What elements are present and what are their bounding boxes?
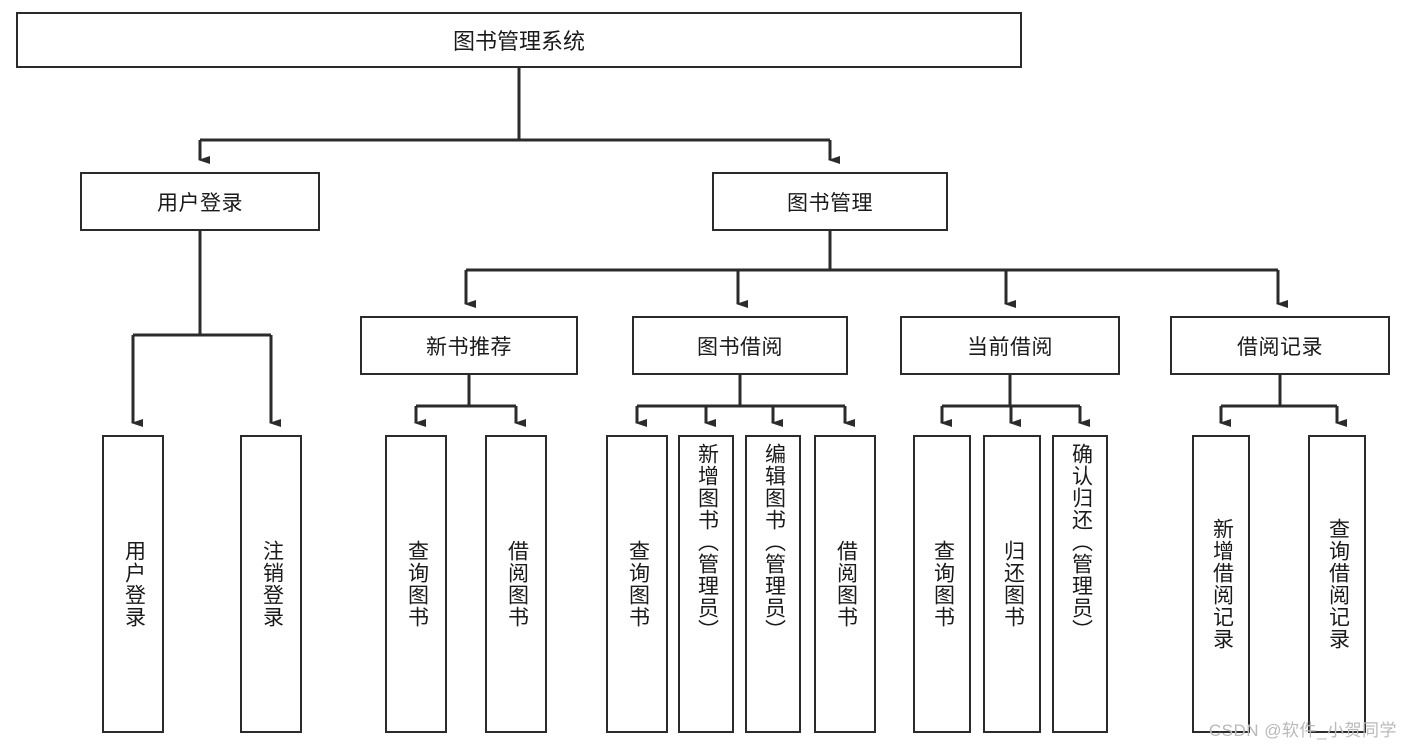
node-book-borrow[interactable]: 图书借阅 — [632, 316, 848, 375]
leaf-label: 查询借阅记录 — [1326, 518, 1350, 650]
leaf-query-book-borrow[interactable]: 查询图书 — [606, 435, 668, 733]
leaf-add-borrow-record[interactable]: 新增借阅记录 — [1192, 435, 1250, 733]
leaf-label: 借阅图书 — [834, 540, 858, 628]
node-label: 图书借阅 — [697, 335, 783, 359]
leaf-label: 查询图书 — [405, 540, 429, 628]
leaf-label: 确认归还（管理员） — [1069, 443, 1093, 641]
leaf-add-book-admin[interactable]: 新增图书（管理员） — [678, 435, 734, 733]
node-label: 借阅记录 — [1237, 335, 1323, 359]
leaf-confirm-return-admin[interactable]: 确认归还（管理员） — [1052, 435, 1108, 733]
leaf-borrow-book[interactable]: 借阅图书 — [814, 435, 876, 733]
node-current-borrow[interactable]: 当前借阅 — [900, 316, 1120, 375]
node-label: 用户登录 — [157, 191, 243, 215]
leaf-label: 借阅图书 — [505, 540, 529, 628]
leaf-label: 新增图书（管理员） — [695, 443, 719, 641]
watermark-text: CSDN @软件_小贺同学 — [1208, 721, 1397, 740]
leaf-borrow-book-recommend[interactable]: 借阅图书 — [485, 435, 547, 733]
node-label: 新书推荐 — [426, 335, 512, 359]
leaf-label: 编辑图书（管理员） — [762, 443, 786, 641]
node-label: 当前借阅 — [967, 335, 1053, 359]
leaf-query-borrow-record[interactable]: 查询借阅记录 — [1308, 435, 1366, 733]
leaf-user-login[interactable]: 用户登录 — [102, 435, 164, 733]
node-label: 图书管理 — [787, 191, 873, 215]
node-user-login[interactable]: 用户登录 — [80, 172, 320, 231]
leaf-label: 查询图书 — [931, 540, 955, 628]
node-label: 图书管理系统 — [452, 29, 585, 54]
leaf-label: 注销登录 — [260, 540, 284, 628]
node-book-management[interactable]: 图书管理 — [712, 172, 948, 231]
leaf-label: 查询图书 — [626, 540, 650, 628]
node-new-book-recommend[interactable]: 新书推荐 — [360, 316, 578, 375]
leaf-return-book[interactable]: 归还图书 — [983, 435, 1041, 733]
leaf-logout[interactable]: 注销登录 — [240, 435, 302, 733]
node-borrow-record[interactable]: 借阅记录 — [1170, 316, 1390, 375]
leaf-query-book-recommend[interactable]: 查询图书 — [385, 435, 447, 733]
leaf-label: 归还图书 — [1001, 540, 1025, 628]
leaf-query-book-current[interactable]: 查询图书 — [913, 435, 971, 733]
leaf-label: 新增借阅记录 — [1210, 518, 1234, 650]
node-root-system[interactable]: 图书管理系统 — [16, 12, 1022, 68]
leaf-label: 用户登录 — [122, 540, 146, 628]
leaf-edit-book-admin[interactable]: 编辑图书（管理员） — [745, 435, 801, 733]
